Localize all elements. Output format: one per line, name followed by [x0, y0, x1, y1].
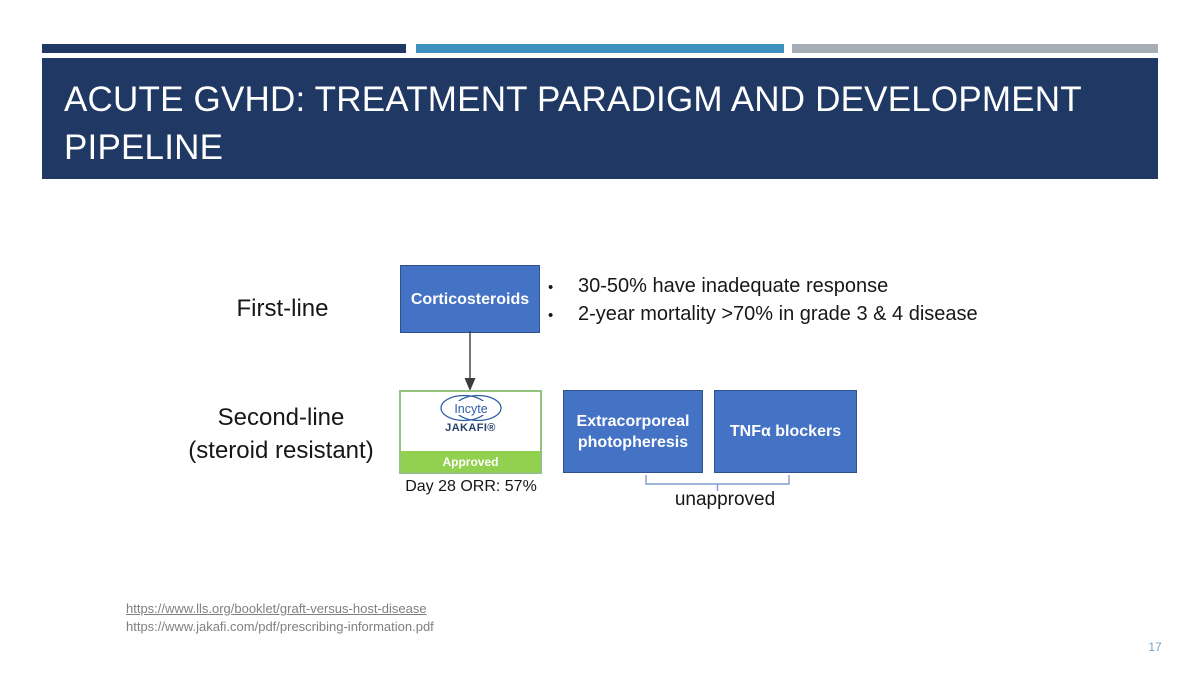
- box-corticosteroids[interactable]: Corticosteroids: [400, 265, 540, 333]
- card-jakafi-approved[interactable]: Incyte JAKAFI® Approved: [399, 390, 542, 474]
- footer-link-jakafi: https://www.jakafi.com/pdf/prescribing-i…: [126, 619, 434, 634]
- page-title: ACUTE GVHD: TREATMENT PARADIGM AND DEVEL…: [64, 80, 1082, 167]
- bullet-dot-icon: •: [548, 307, 554, 324]
- arrow-down-icon: [464, 331, 476, 391]
- bullet-dot-icon: •: [548, 279, 554, 296]
- list-item: • 2-year mortality >70% in grade 3 & 4 d…: [548, 301, 1018, 329]
- bullet-text: 2-year mortality >70% in grade 3 & 4 dis…: [578, 303, 978, 325]
- jakafi-wordmark: JAKAFI®: [445, 422, 496, 434]
- accent-bar-gray: [792, 44, 1158, 53]
- row-label-second-line: Second-line (steroid resistant): [170, 401, 392, 467]
- accent-bar-blue: [416, 44, 784, 53]
- bracket-icon: [645, 475, 790, 491]
- page-number: 17: [1148, 640, 1162, 654]
- footer-link-lls[interactable]: https://www.lls.org/booklet/graft-versus…: [126, 601, 427, 616]
- status-badge-approved: Approved: [401, 451, 540, 472]
- jakafi-orr-caption: Day 28 ORR: 57%: [405, 478, 537, 495]
- bullet-text: 30-50% have inadequate response: [578, 275, 889, 297]
- box-extracorporeal-photopheresis[interactable]: Extracorporeal photopheresis: [563, 390, 703, 473]
- svg-text:Incyte: Incyte: [454, 402, 487, 416]
- jakafi-logo-area: Incyte JAKAFI®: [401, 392, 540, 447]
- box-tnf-alpha-blockers[interactable]: TNFα blockers: [714, 390, 857, 473]
- row-label-second-line-part1: Second-line: [217, 404, 345, 431]
- title-band: ACUTE GVHD: TREATMENT PARADIGM AND DEVEL…: [42, 58, 1158, 179]
- row-label-second-line-part2: (steroid resistant): [188, 437, 374, 464]
- unapproved-label: unapproved: [674, 489, 776, 510]
- list-item: • 30-50% have inadequate response: [548, 273, 1018, 301]
- incyte-logo-icon: Incyte: [439, 394, 502, 422]
- row-label-first-line: First-line: [236, 295, 329, 322]
- accent-bar-navy: [42, 44, 406, 53]
- first-line-bullet-list: • 30-50% have inadequate response • 2-ye…: [548, 273, 1018, 329]
